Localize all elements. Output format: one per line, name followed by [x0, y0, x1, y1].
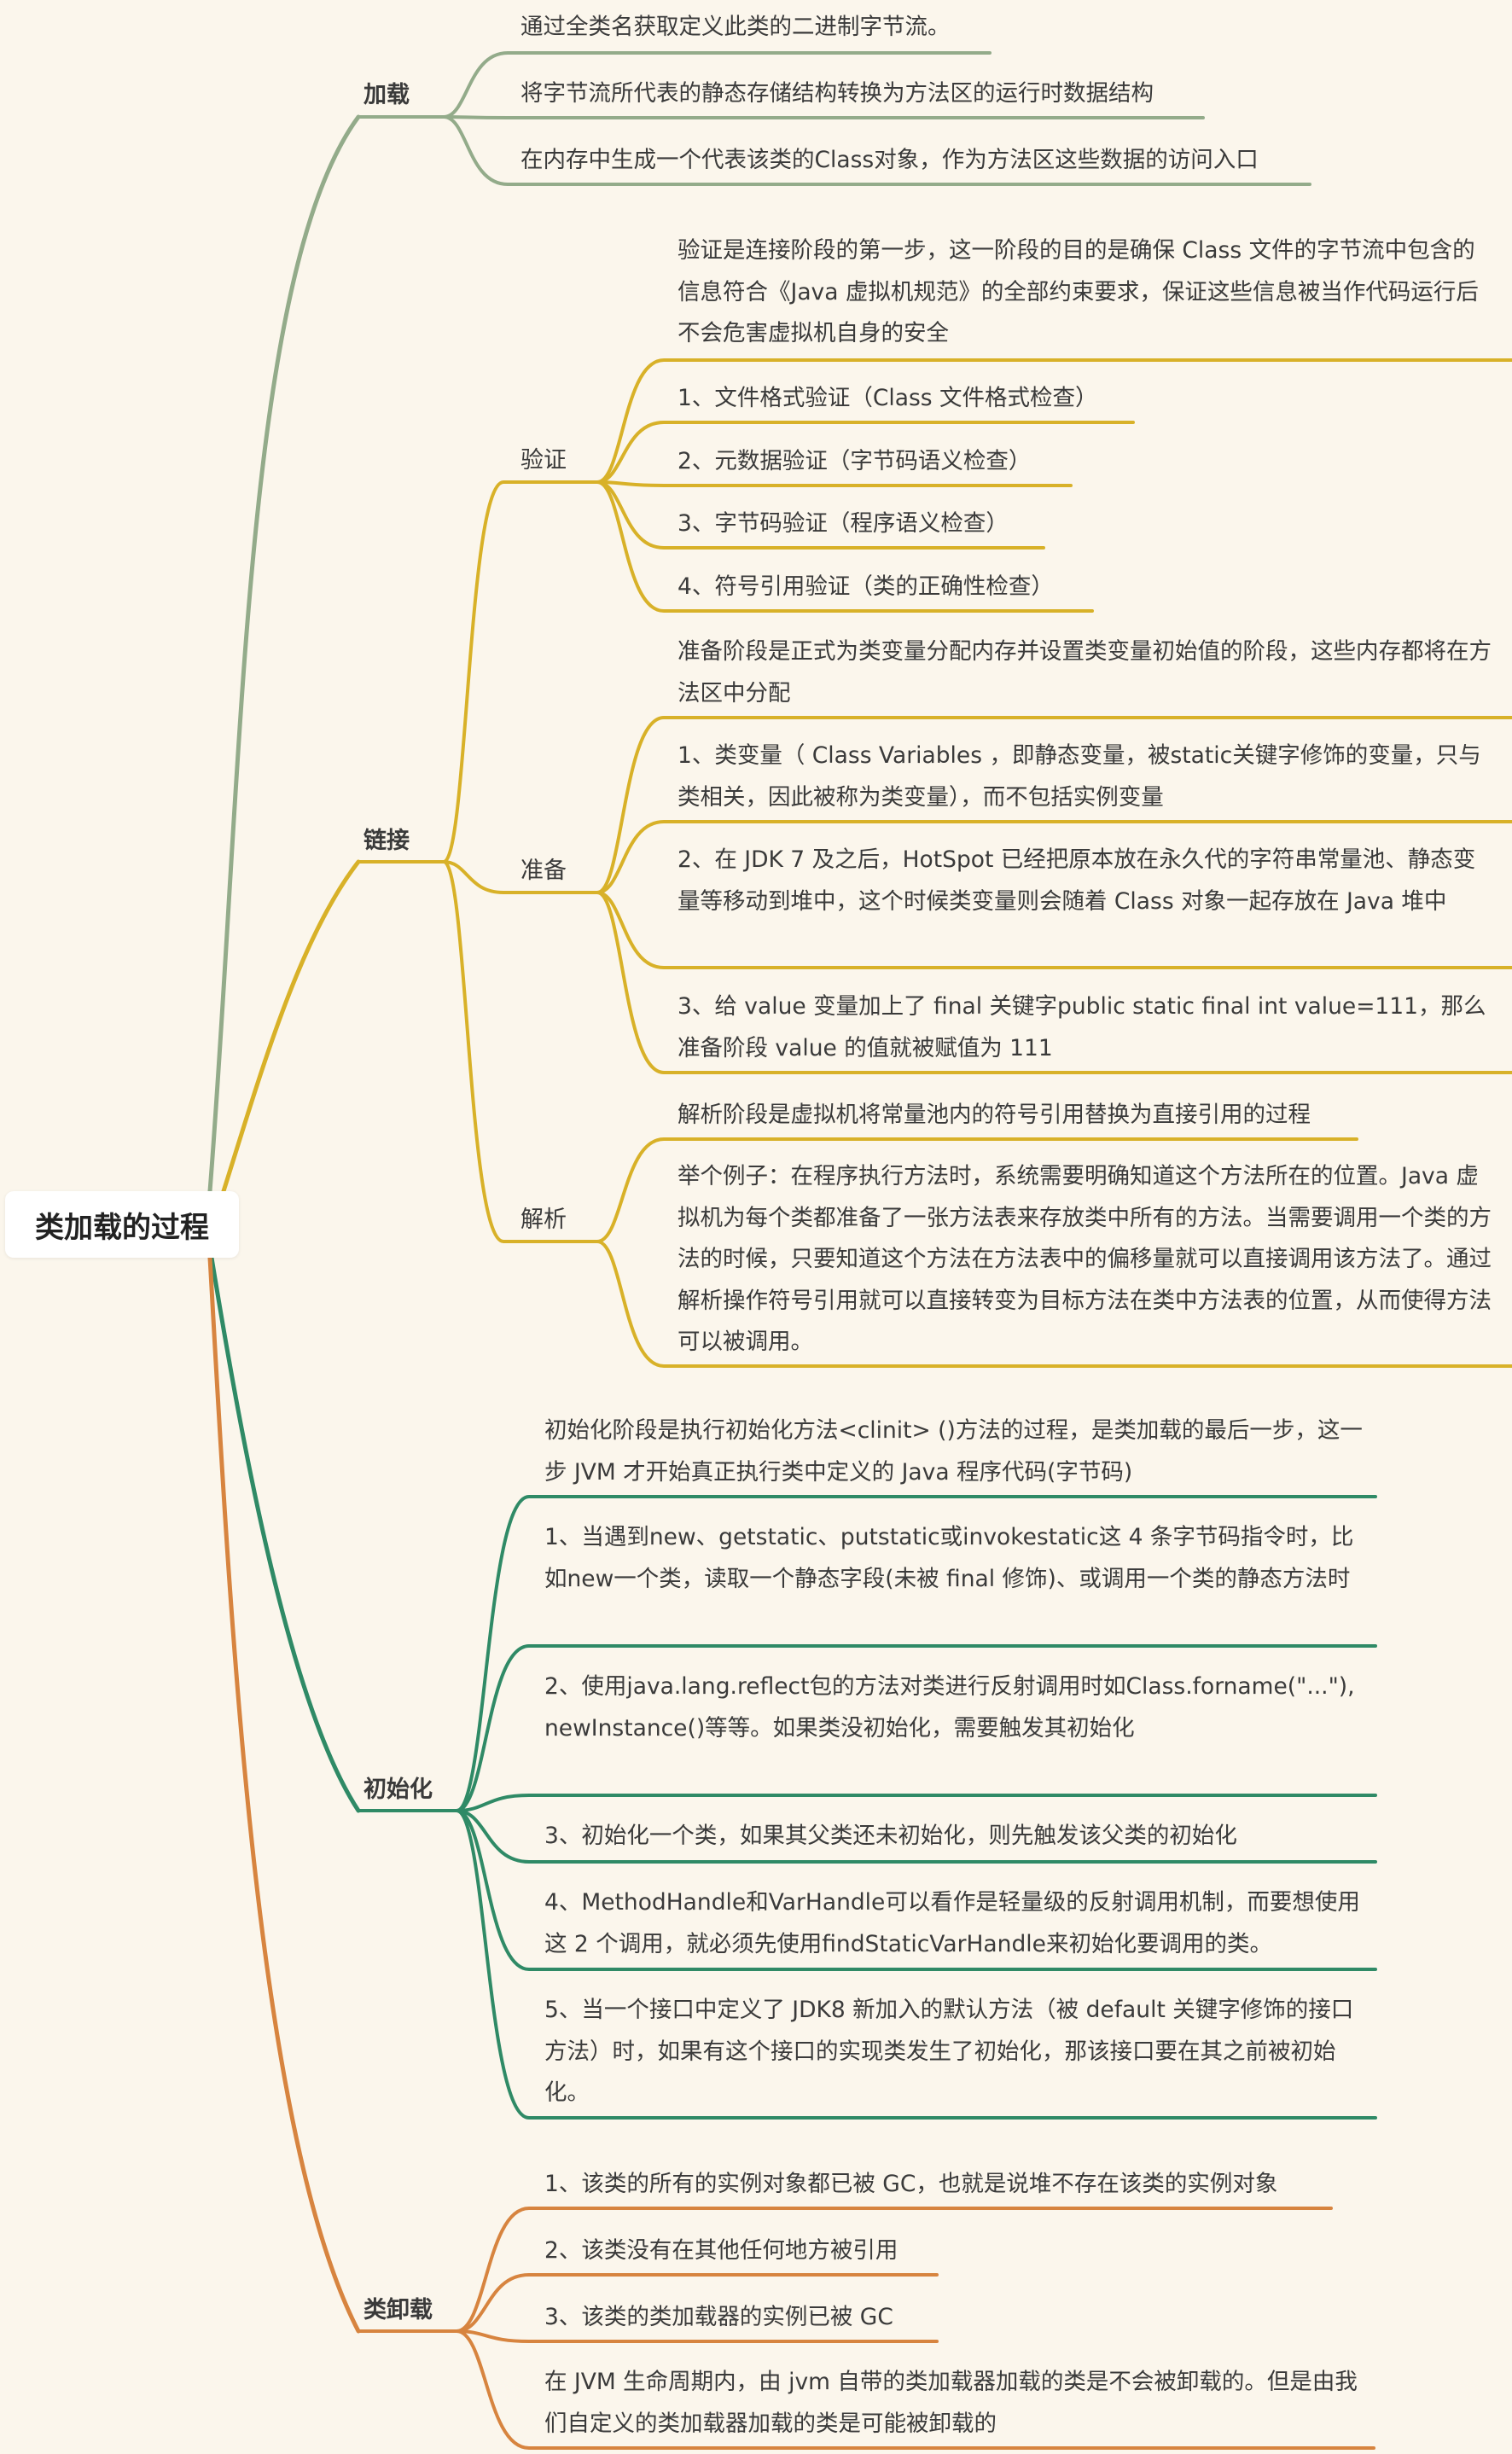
initialization-item: 3、初始化一个类，如果其父类还未初始化，则先触发该父类的初始化 [544, 1823, 1237, 1849]
edge-root-unloading [207, 1255, 361, 2334]
edge-init-leaf-3 [455, 1794, 1377, 1812]
edge-linking-resolve [442, 860, 599, 1243]
edge-init-leaf-5 [455, 1809, 1377, 1971]
edge-linking-prepare [442, 860, 599, 894]
edge-root-initialization [209, 1255, 361, 1813]
prepare-item: 2、在 JDK 7 及之后，HotSpot 已经把原本放在永久代的字符串常量池、… [677, 846, 1476, 915]
edge-prepare-leaf-1 [596, 716, 1512, 894]
subbranch-prepare[interactable]: 准备 [520, 858, 567, 884]
root-node[interactable]: 类加载的过程 [5, 1191, 239, 1258]
edge-loading-leaf-1 [442, 51, 992, 119]
subbranch-resolve[interactable]: 解析 [520, 1207, 567, 1233]
edge-verify-leaf-3 [596, 480, 1073, 487]
edge-linking-verify [442, 480, 599, 864]
unloading-item: 3、该类的类加载器的实例已被 GC [544, 2304, 893, 2330]
resolve-item: 举个例子：在程序执行方法时，系统需要明确知道这个方法所在的位置。Java 虚拟机… [677, 1163, 1492, 1355]
verify-item: 1、文件格式验证（Class 文件格式检查） [677, 385, 1098, 411]
prepare-item: 1、类变量（ Class Variables ，即静态变量，被static关键字… [677, 742, 1481, 811]
verify-item: 验证是连接阶段的第一步，这一阶段的目的是确保 Class 文件的字节流中包含的信… [677, 237, 1479, 346]
initialization-item: 2、使用java.lang.reflect包的方法对类进行反射调用时如Class… [544, 1673, 1355, 1742]
prepare-item: 准备阶段是正式为类变量分配内存并设置类变量初始值的阶段，这些内存都将在方法区中分… [677, 638, 1492, 707]
loading-item: 通过全类名获取定义此类的二进制字节流。 [520, 14, 951, 40]
verify-item: 3、字节码验证（程序语义检查） [677, 510, 1009, 537]
edge-resolve-leaf-1 [596, 1137, 1358, 1243]
category-initialization[interactable]: 初始化 [363, 1777, 433, 1803]
edge-prepare-leaf-3 [596, 891, 1512, 969]
prepare-item: 3、给 value 变量加上了 final 关键字public static f… [677, 993, 1486, 1061]
initialization-item: 4、MethodHandle和VarHandle可以看作是轻量级的反射调用机制，… [544, 1889, 1360, 1957]
edge-verify-leaf-5 [596, 480, 1094, 613]
initialization-item: 初始化阶段是执行初始化方法<clinit> ()方法的过程，是类加载的最后一步，… [544, 1417, 1363, 1486]
category-loading[interactable]: 加载 [363, 82, 410, 108]
subbranch-verify[interactable]: 验证 [520, 447, 567, 474]
category-unloading[interactable]: 类卸载 [363, 2297, 433, 2323]
edge-unload-leaf-3 [455, 2329, 939, 2343]
category-linking[interactable]: 链接 [363, 828, 410, 854]
edge-init-leaf-6 [455, 1809, 1377, 2120]
edge-unload-leaf-1 [455, 2207, 1333, 2333]
resolve-item: 解析阶段是虚拟机将常量池内的符号引用替换为直接引用的过程 [677, 1102, 1311, 1128]
edge-verify-leaf-2 [596, 421, 1135, 484]
unloading-item: 1、该类的所有的实例对象都已被 GC，也就是说堆不存在该类的实例对象 [544, 2171, 1278, 2197]
edge-verify-leaf-1 [596, 358, 1512, 484]
edge-init-leaf-2 [455, 1644, 1377, 1812]
edge-unload-leaf-4 [455, 2329, 1375, 2450]
unloading-item: 在 JVM 生命周期内，由 jvm 自带的类加载器加载的类是不会被卸载的。但是由… [544, 2369, 1358, 2437]
initialization-item: 1、当遇到new、getstatic、putstatic或invokestati… [544, 1524, 1354, 1592]
edge-init-leaf-4 [455, 1809, 1377, 1864]
edge-resolve-leaf-2 [596, 1240, 1512, 1368]
loading-item: 在内存中生成一个代表该类的Class对象，作为方法区这些数据的访问入口 [520, 147, 1259, 173]
edge-prepare-leaf-4 [596, 891, 1512, 1074]
edge-loading-leaf-2 [442, 115, 1205, 119]
edge-root-linking [221, 859, 361, 1194]
edge-root-loading [207, 114, 361, 1194]
edge-init-leaf-1 [455, 1495, 1377, 1812]
unloading-item: 2、该类没有在其他任何地方被引用 [544, 2237, 898, 2264]
initialization-item: 5、当一个接口中定义了 JDK8 新加入的默认方法（被 default 关键字修… [544, 1997, 1354, 2106]
verify-item: 4、符号引用验证（类的正确性检查） [677, 573, 1054, 600]
edge-prepare-leaf-2 [596, 820, 1512, 894]
edge-loading-leaf-3 [442, 115, 1311, 186]
verify-item: 2、元数据验证（字节码语义检查） [677, 448, 1032, 474]
edge-unload-leaf-2 [455, 2273, 939, 2333]
loading-item: 将字节流所代表的静态存储结构转换为方法区的运行时数据结构 [520, 80, 1154, 107]
